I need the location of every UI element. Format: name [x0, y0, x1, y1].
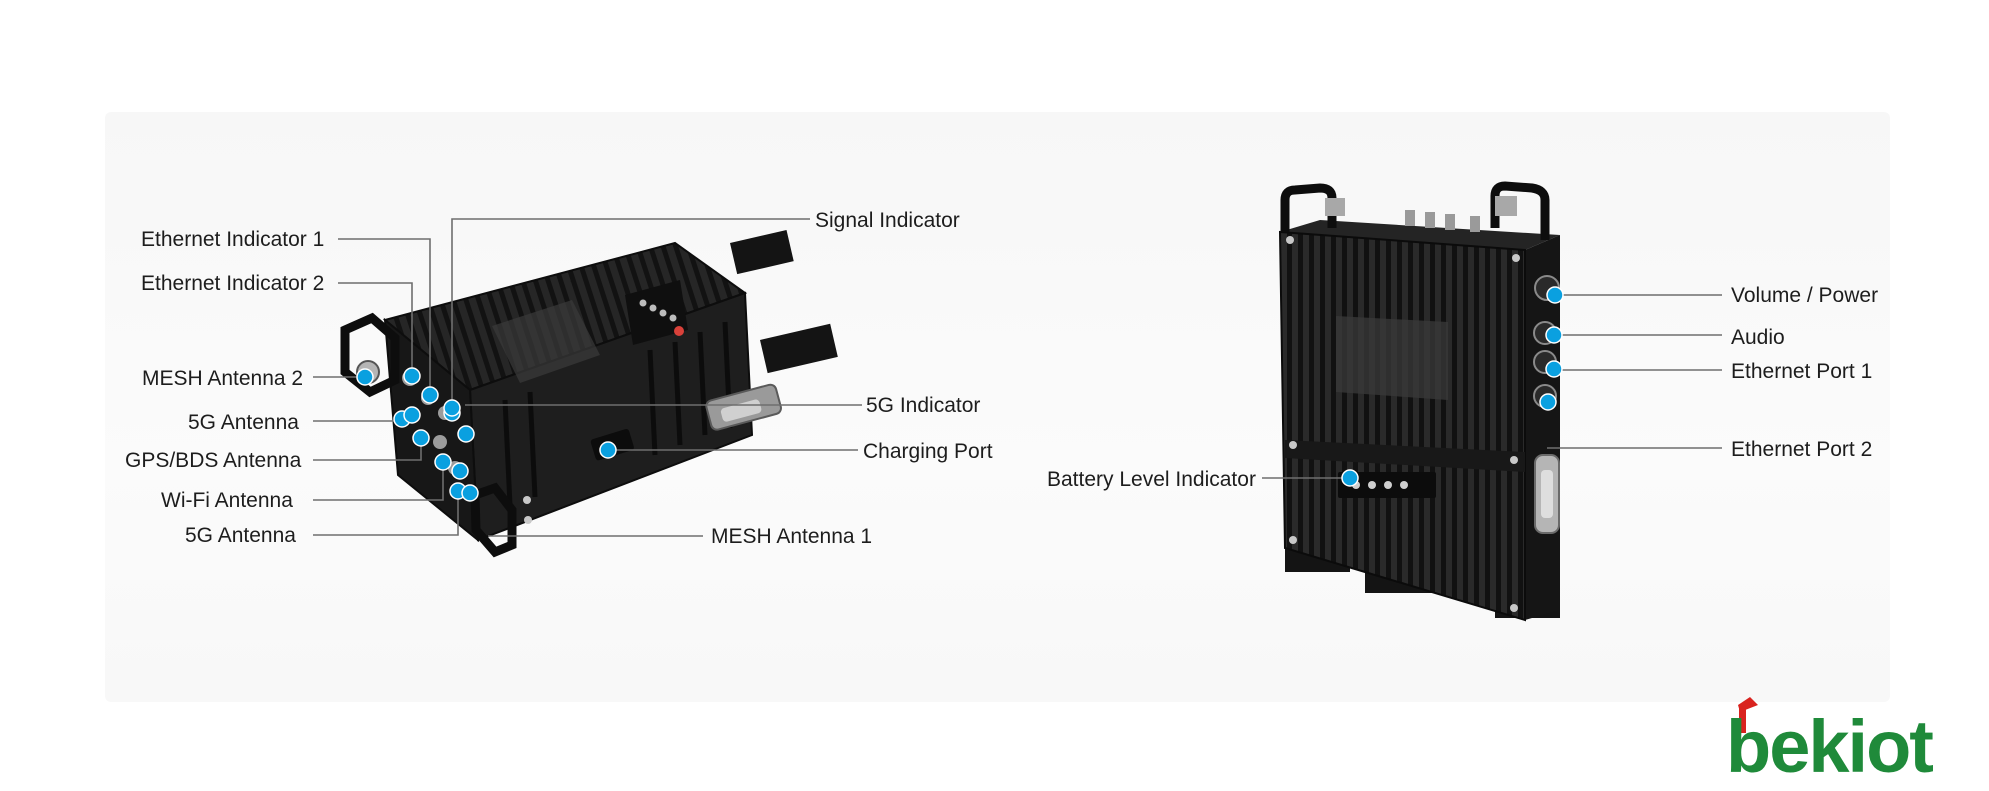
- label-5g-antenna-upper: 5G Antenna: [188, 411, 299, 434]
- label-volume-power: Volume / Power: [1731, 284, 1878, 307]
- label-charging-port: Charging Port: [863, 440, 993, 463]
- label-battery-level-indicator: Battery Level Indicator: [1047, 468, 1256, 491]
- callout-ethernet-port-1: Ethernet Port 1: [1539, 360, 1872, 411]
- marker-battery-level-indicator: [1341, 469, 1359, 487]
- marker-wifi-antenna: [434, 453, 452, 471]
- callout-mesh-antenna-2: MESH Antenna 2: [142, 367, 374, 390]
- label-ethernet-indicator-2: Ethernet Indicator 2: [141, 272, 324, 295]
- callout-ethernet-port-2: Ethernet Port 2: [1547, 438, 1872, 461]
- marker-ethernet-port-1: [1545, 360, 1563, 378]
- label-gps-bds-antenna: GPS/BDS Antenna: [125, 449, 302, 472]
- callout-wifi-antenna: Wi-Fi Antenna: [161, 453, 452, 512]
- label-ethernet-indicator-1: Ethernet Indicator 1: [141, 228, 324, 251]
- callout-charging-port: Charging Port: [599, 440, 993, 463]
- label-5g-antenna-lower: 5G Antenna: [185, 524, 296, 547]
- callout-ethernet-indicator-1: Ethernet Indicator 1: [141, 228, 439, 404]
- label-ethernet-port-2: Ethernet Port 2: [1731, 438, 1872, 461]
- marker-connector-a: [403, 406, 421, 424]
- bekiot-logo: bekiot: [1726, 697, 1935, 788]
- callout-5g-antenna-lower: 5G Antenna: [185, 482, 467, 547]
- label-5g-indicator: 5G Indicator: [866, 394, 980, 417]
- label-mesh-antenna-1: MESH Antenna 1: [711, 525, 872, 548]
- left-callouts: Ethernet Indicator 1 Ethernet Indicator …: [125, 209, 993, 548]
- callout-gps-bds-antenna: GPS/BDS Antenna: [125, 429, 430, 472]
- label-wifi-antenna: Wi-Fi Antenna: [161, 489, 293, 512]
- marker-ethernet-indicator-1: [421, 386, 439, 404]
- marker-connector-c: [457, 425, 475, 443]
- marker-connector-d: [451, 462, 469, 480]
- callout-signal-indicator: Signal Indicator: [443, 209, 960, 417]
- callout-volume-power: Volume / Power: [1546, 284, 1878, 307]
- label-ethernet-port-1: Ethernet Port 1: [1731, 360, 1872, 383]
- callout-battery-level-indicator: Battery Level Indicator: [1047, 468, 1359, 491]
- right-callouts: Volume / Power Audio Ethernet Port 1 Eth…: [1047, 284, 1878, 491]
- callout-5g-antenna-upper: 5G Antenna: [188, 410, 411, 434]
- label-signal-indicator: Signal Indicator: [815, 209, 960, 232]
- logo-text: bekiot: [1726, 705, 1933, 788]
- marker-signal-indicator: [443, 399, 461, 417]
- marker-ethernet-indicator-2: [403, 367, 421, 385]
- marker-connector-e: [461, 484, 479, 502]
- marker-audio: [1545, 326, 1563, 344]
- callout-ethernet-indicator-2: Ethernet Indicator 2: [141, 272, 421, 385]
- marker-gps-bds-antenna: [412, 429, 430, 447]
- label-mesh-antenna-2: MESH Antenna 2: [142, 367, 303, 390]
- marker-mesh-antenna-2: [356, 368, 374, 386]
- callout-5g-indicator: 5G Indicator: [465, 394, 980, 417]
- marker-charging-port: [599, 441, 617, 459]
- marker-volume-power: [1546, 286, 1564, 304]
- right-device: [1278, 181, 1560, 622]
- logo-red-bar: [1739, 708, 1746, 733]
- left-device: [340, 229, 838, 558]
- callout-mesh-antenna-1: MESH Antenna 1: [488, 525, 872, 548]
- marker-ethernet-port-extra: [1539, 393, 1557, 411]
- callout-audio: Audio: [1545, 326, 1785, 349]
- label-audio: Audio: [1731, 326, 1785, 349]
